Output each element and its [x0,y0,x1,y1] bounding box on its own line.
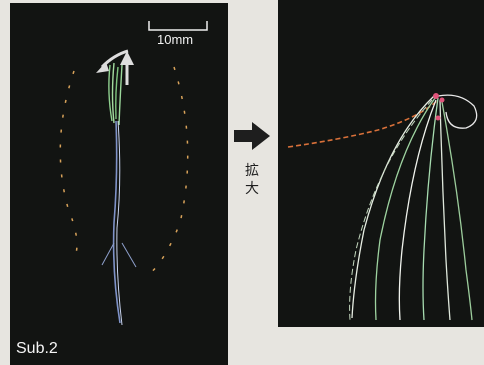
left-trajectory-panel: 10mm Sub.2 [10,3,228,365]
tip-marker-3 [436,116,441,121]
zoom-trace-1 [352,96,434,318]
scale-bar [149,21,207,30]
tip-marker-2 [440,98,445,103]
zoom-trace-5 [440,100,450,320]
left-trajectory-plot [10,3,228,365]
zoom-trace-orange [288,100,438,147]
zoom-trace-6 [442,102,472,320]
right-zoomed-panel [278,0,484,327]
trace-green-3 [116,67,118,119]
trace-outer-right [148,67,188,275]
trace-green-2 [113,63,115,123]
trace-stem-branches [102,243,136,267]
trace-stem-white [117,121,122,325]
subject-label: Sub.2 [16,340,58,358]
tip-marker-1 [433,93,439,99]
scale-bar-label: 10mm [157,32,193,47]
trace-green-4 [119,65,122,125]
trace-outer-left [60,71,77,253]
right-arrow-icon [234,122,270,150]
enlarge-label: 拡大 [243,162,261,198]
trace-green-1 [109,65,112,121]
right-zoomed-plot [278,0,484,327]
